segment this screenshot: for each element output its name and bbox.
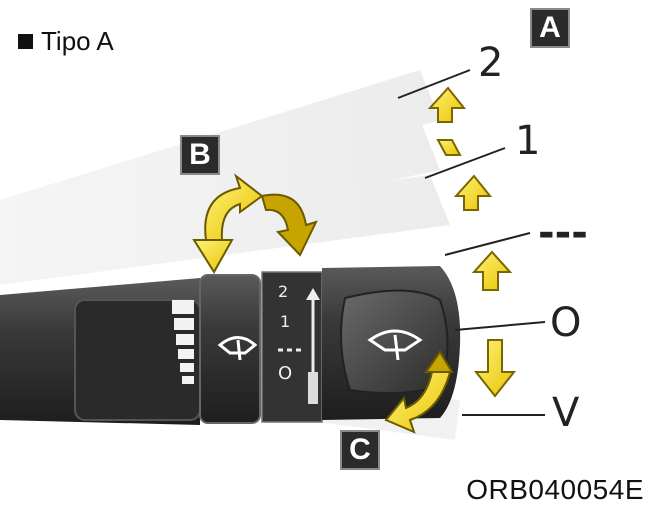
bullet-square-icon	[18, 34, 33, 49]
position-label-intermittent: ---	[538, 210, 588, 256]
figure-code: ORB040054E	[466, 474, 644, 505]
caption-text: Tipo A	[41, 26, 114, 56]
callout-c: C	[340, 430, 380, 470]
lever-label-1: 1	[280, 312, 291, 331]
rotate-arrows-b	[192, 173, 318, 274]
position-label-2: 2	[478, 40, 504, 86]
scale-arrow	[278, 288, 320, 404]
position-label-1: 1	[515, 118, 541, 164]
down-arrow	[473, 339, 517, 398]
rotate-arrow-c	[384, 350, 454, 434]
callout-a: A	[530, 8, 570, 48]
position-label-mist: V	[552, 390, 580, 436]
figure-caption: Tipo A	[18, 26, 114, 57]
callout-b: B	[180, 135, 220, 175]
wiper-lever[interactable]	[0, 266, 461, 425]
wiper-icon	[217, 329, 423, 361]
position-lines	[397, 69, 546, 416]
lever-label-2: 2	[278, 282, 289, 301]
position-label-off: O	[550, 300, 582, 346]
lever-label-off: O	[278, 363, 293, 384]
up-arrows	[427, 86, 513, 291]
